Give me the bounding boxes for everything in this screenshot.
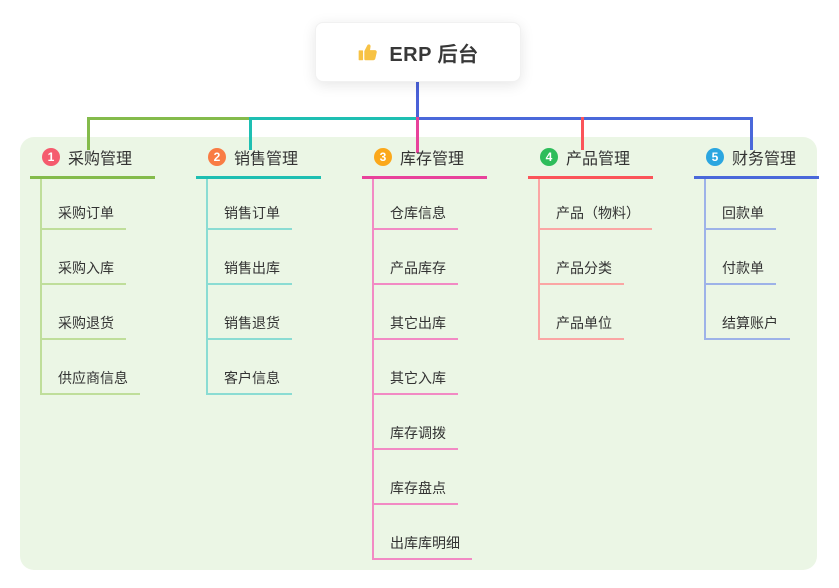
connector-horizontal-mid bbox=[249, 117, 419, 120]
branches-background-panel bbox=[20, 137, 817, 570]
child-node[interactable]: 产品（物料） bbox=[538, 203, 652, 230]
branch-5-header[interactable]: 5 财务管理 bbox=[694, 145, 819, 179]
branch-1-header[interactable]: 1 采购管理 bbox=[30, 145, 155, 179]
child-row: 采购入库 bbox=[30, 230, 190, 285]
child-node[interactable]: 产品库存 bbox=[372, 258, 458, 285]
child-row: 付款单 bbox=[694, 230, 839, 285]
branch-2-header[interactable]: 2 销售管理 bbox=[196, 145, 321, 179]
connector-drop-4 bbox=[581, 117, 584, 150]
child-node[interactable]: 结算账户 bbox=[704, 313, 790, 340]
branch-2-children: 销售订单销售出库销售退货客户信息 bbox=[196, 179, 356, 395]
branch-5-children: 回款单付款单结算账户 bbox=[694, 179, 839, 340]
thumbs-up-icon bbox=[358, 44, 378, 61]
branch-4-badge: 4 bbox=[540, 148, 558, 166]
child-row: 产品库存 bbox=[362, 230, 522, 285]
branch-2-label: 销售管理 bbox=[234, 151, 299, 168]
child-row: 销售退货 bbox=[196, 285, 356, 340]
connector-drop-5 bbox=[750, 117, 753, 150]
branch-4-children: 产品（物料） 产品分类产品单位 bbox=[528, 179, 688, 340]
branch-1-label: 采购管理 bbox=[68, 151, 133, 168]
child-node[interactable]: 采购退货 bbox=[40, 313, 126, 340]
child-row: 产品（物料） bbox=[528, 179, 688, 230]
root-node[interactable]: ERP 后台 bbox=[315, 22, 521, 82]
connector-drop-1 bbox=[87, 117, 90, 150]
child-row: 库存盘点 bbox=[362, 450, 522, 505]
branch-1-trunk-line bbox=[40, 179, 42, 395]
child-node[interactable]: 库存调拨 bbox=[372, 423, 458, 450]
child-node[interactable]: 销售出库 bbox=[206, 258, 292, 285]
child-node[interactable]: 客户信息 bbox=[206, 368, 292, 395]
branch-3-trunk-line bbox=[372, 179, 374, 560]
branch-2-trunk-line bbox=[206, 179, 208, 395]
child-node[interactable]: 其它入库 bbox=[372, 368, 458, 395]
child-node[interactable]: 付款单 bbox=[704, 258, 776, 285]
child-node[interactable]: 产品分类 bbox=[538, 258, 624, 285]
child-node[interactable]: 产品单位 bbox=[538, 313, 624, 340]
branch-4-header[interactable]: 4 产品管理 bbox=[528, 145, 653, 179]
child-node[interactable]: 回款单 bbox=[704, 203, 776, 230]
branch-3-header[interactable]: 3 库存管理 bbox=[362, 145, 487, 179]
branch-3-children: 仓库信息产品库存其它出库其它入库库存调拨库存盘点出库库明细 bbox=[362, 179, 522, 560]
child-row: 销售出库 bbox=[196, 230, 356, 285]
connector-drop-3 bbox=[416, 117, 419, 153]
child-node[interactable]: 采购订单 bbox=[40, 203, 126, 230]
branch-1: 1 采购管理采购订单采购入库采购退货供应商信息 bbox=[30, 145, 190, 395]
branch-2: 2 销售管理销售订单销售出库销售退货客户信息 bbox=[196, 145, 356, 395]
child-row: 产品单位 bbox=[528, 285, 688, 340]
branch-5-label: 财务管理 bbox=[732, 151, 797, 168]
child-node[interactable]: 采购入库 bbox=[40, 258, 126, 285]
child-row: 客户信息 bbox=[196, 340, 356, 395]
child-node[interactable]: 仓库信息 bbox=[372, 203, 458, 230]
child-row: 其它出库 bbox=[362, 285, 522, 340]
child-node[interactable]: 其它出库 bbox=[372, 313, 458, 340]
connector-horizontal-left bbox=[87, 117, 251, 120]
child-node[interactable]: 供应商信息 bbox=[40, 368, 140, 395]
child-node[interactable]: 出库库明细 bbox=[372, 533, 472, 560]
branch-4: 4 产品管理产品（物料） 产品分类产品单位 bbox=[528, 145, 688, 340]
child-row: 仓库信息 bbox=[362, 179, 522, 230]
branch-5: 5 财务管理回款单付款单结算账户 bbox=[694, 145, 839, 340]
branch-5-badge: 5 bbox=[706, 148, 724, 166]
child-row: 出库库明细 bbox=[362, 505, 522, 560]
connector-stem bbox=[416, 82, 419, 120]
branch-4-label: 产品管理 bbox=[566, 151, 631, 168]
branch-4-trunk-line bbox=[538, 179, 540, 340]
child-node[interactable]: 销售订单 bbox=[206, 203, 292, 230]
child-row: 供应商信息 bbox=[30, 340, 190, 395]
child-node[interactable]: 库存盘点 bbox=[372, 478, 458, 505]
child-row: 回款单 bbox=[694, 179, 839, 230]
branch-1-children: 采购订单采购入库采购退货供应商信息 bbox=[30, 179, 190, 395]
child-row: 采购订单 bbox=[30, 179, 190, 230]
child-row: 产品分类 bbox=[528, 230, 688, 285]
branch-1-badge: 1 bbox=[42, 148, 60, 166]
child-node[interactable]: 销售退货 bbox=[206, 313, 292, 340]
child-row: 结算账户 bbox=[694, 285, 839, 340]
branch-5-trunk-line bbox=[704, 179, 706, 340]
child-row: 其它入库 bbox=[362, 340, 522, 395]
root-label: ERP 后台 bbox=[389, 43, 479, 66]
child-row: 销售订单 bbox=[196, 179, 356, 230]
branch-3-label: 库存管理 bbox=[400, 151, 465, 168]
child-row: 采购退货 bbox=[30, 285, 190, 340]
child-row: 库存调拨 bbox=[362, 395, 522, 450]
connector-drop-2 bbox=[249, 117, 252, 150]
branch-2-badge: 2 bbox=[208, 148, 226, 166]
branch-3-badge: 3 bbox=[374, 148, 392, 166]
branch-3: 3 库存管理仓库信息产品库存其它出库其它入库库存调拨库存盘点出库库明细 bbox=[362, 145, 522, 560]
connector-horizontal-right bbox=[416, 117, 753, 120]
